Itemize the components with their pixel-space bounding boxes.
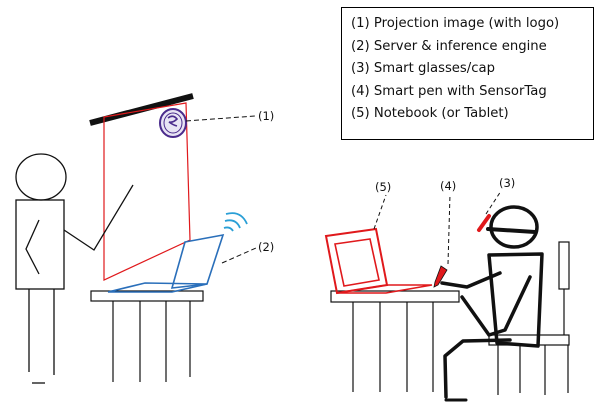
callout-5: (5) — [375, 180, 391, 194]
server-table — [90, 290, 204, 382]
projection-screen: (1) — [89, 93, 274, 281]
presenter-figure — [15, 153, 134, 384]
callout-1: (1) — [258, 109, 274, 123]
chair — [488, 241, 570, 395]
wifi-icon — [223, 212, 248, 232]
legend-item-notebook: (5) Notebook (or Tablet) — [351, 106, 509, 122]
notebook — [324, 227, 433, 295]
logo-seal-icon — [159, 108, 187, 138]
legend-box: (1) Projection image (with logo) (2) Ser… — [341, 7, 594, 140]
legend-item-pen: (4) Smart pen with SensorTag — [351, 83, 547, 99]
student-figure — [440, 205, 544, 402]
callout-4: (4) — [440, 179, 456, 193]
callout-3: (3) — [499, 176, 515, 190]
legend-item-glasses: (3) Smart glasses/cap — [351, 61, 495, 77]
legend-item-projection: (1) Projection image (with logo) — [351, 16, 560, 31]
student-table — [330, 290, 460, 392]
server-laptop — [107, 233, 225, 293]
smart-glasses — [477, 214, 491, 232]
smart-pen — [433, 265, 448, 288]
callout-2: (2) — [258, 240, 274, 254]
legend-item-server: (2) Server & inference engine — [351, 38, 547, 54]
